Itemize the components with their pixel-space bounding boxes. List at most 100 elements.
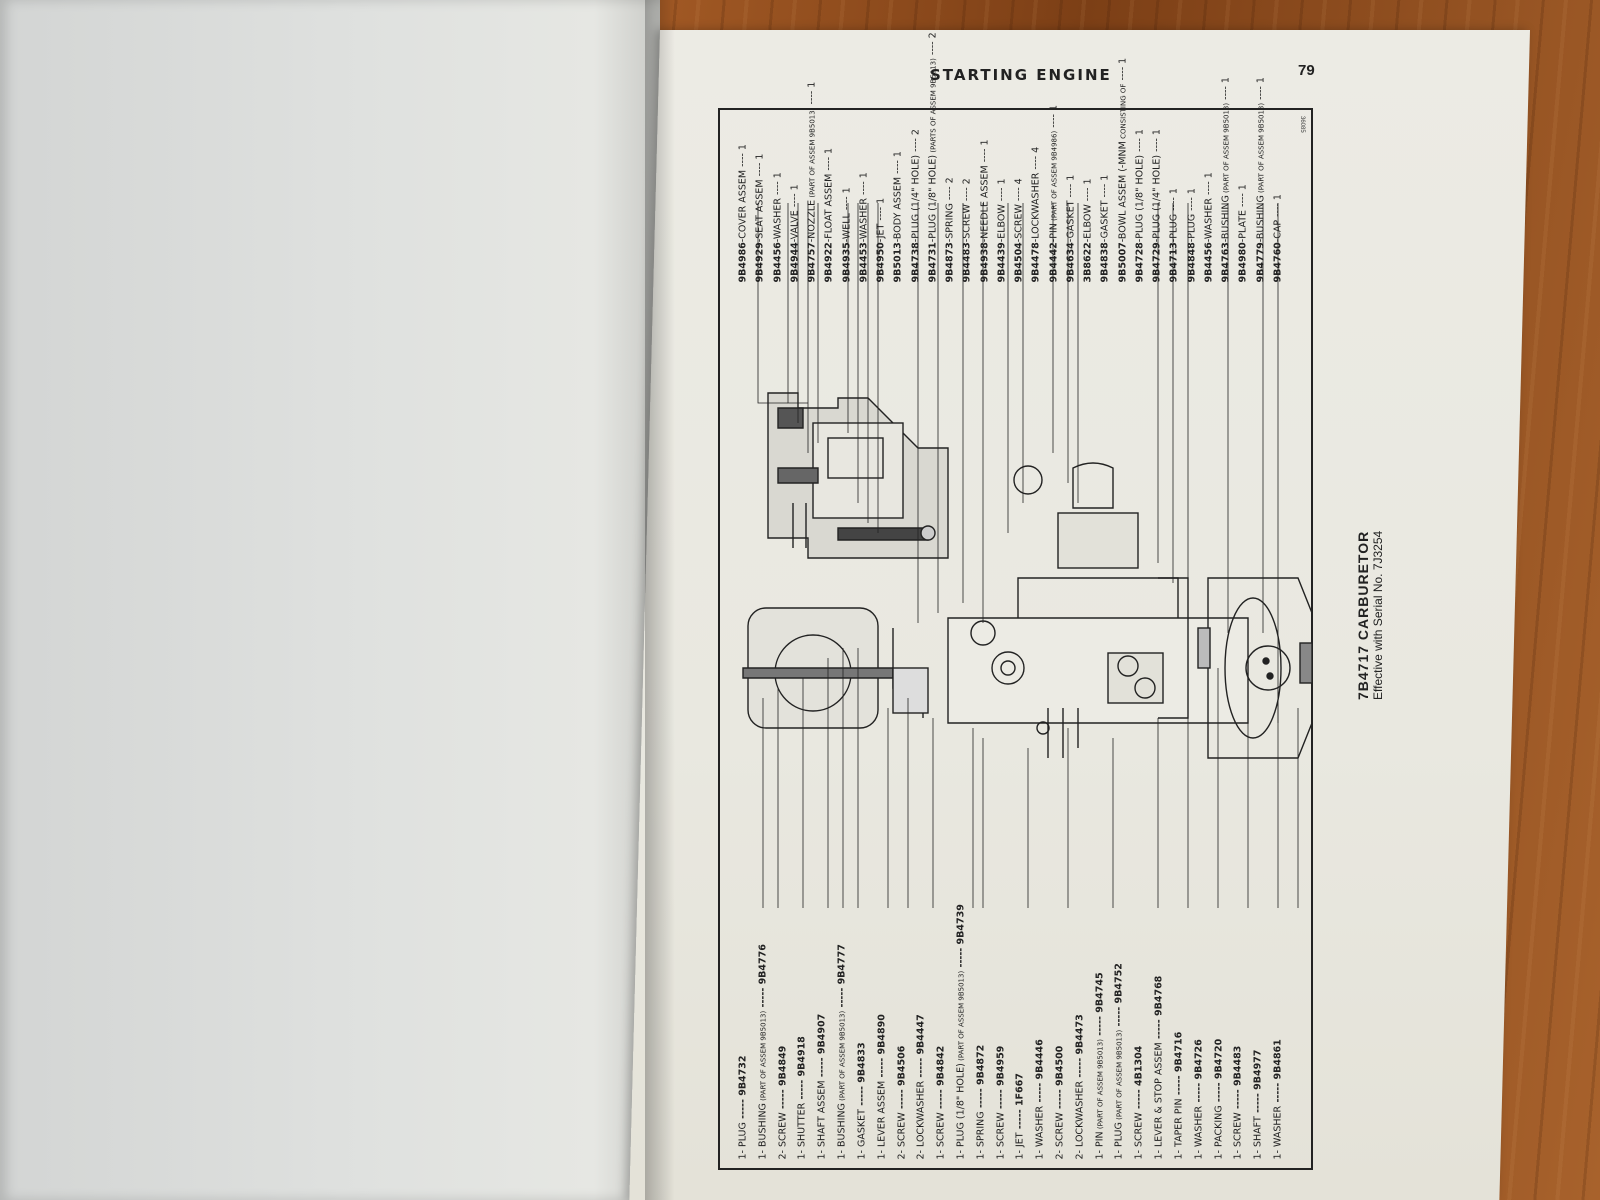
bottom-label-0: 1- PLUG ----- 9B4732 [737, 1056, 749, 1160]
label-qty: ---- 4 [1030, 146, 1042, 173]
label-qty: 1- [975, 1147, 987, 1160]
label-name: -BOWL ASSEM (-MNM [1117, 141, 1129, 243]
top-label-26: 9B4848-PLUG ---- 1 [1186, 188, 1197, 282]
label-name: SHAFT ASSEM [816, 1080, 828, 1147]
label-qty: ---- 2 [910, 129, 922, 155]
label-part: ----- 9B4918 [796, 1036, 808, 1103]
leader-lines [757, 203, 1299, 908]
label-qty: ---- 1 [1082, 178, 1094, 205]
label-part: ----- 9B4849 [777, 1045, 789, 1113]
label-part: 9B4779 [1255, 242, 1267, 283]
label-qty: 2- [1054, 1147, 1066, 1160]
figure-id: 36085 [1299, 116, 1305, 133]
top-label-3: 9B4944-VALVE ---- 1 [789, 184, 800, 282]
label-part: 9B5007 [1117, 242, 1129, 283]
top-label-18: 9B4442-PIN (PART OF ASSEM 9B4986) ---- 1 [1048, 105, 1059, 282]
label-name: JET [1014, 1132, 1026, 1147]
label-name: SCREW [995, 1112, 1007, 1147]
label-part: ----- 9B4776 [757, 944, 769, 1011]
label-name: -SEAT ASSEM [754, 179, 766, 243]
label-qty: 1- [995, 1147, 1007, 1160]
carburetor-body-view [947, 462, 1249, 758]
label-qty: 1- [737, 1147, 749, 1160]
page-number: 79 [1298, 62, 1315, 79]
label-sub: (PART OF ASSEM 9B5013) [838, 1010, 847, 1104]
label-qty: ---- 1 [841, 187, 853, 214]
label-part: ----- 9B4739 [955, 904, 967, 971]
label-sub: (PART OF ASSEM 9B5013) [957, 970, 966, 1064]
choke-end-view [742, 607, 929, 729]
top-label-0: 9B4986-COVER ASSEM ---- 1 [737, 144, 749, 282]
label-qty: ---- 2 [961, 178, 973, 205]
label-name: -FLOAT ASSEM [823, 173, 835, 243]
label-part: 9B4453 [858, 242, 870, 283]
top-label-17: 9B4478-LOCKWASHER ---- 4 [1030, 146, 1042, 283]
label-name: -PLATE [1237, 209, 1249, 243]
label-part: 9B4935 [841, 242, 853, 283]
label-part: 9B4634 [1065, 242, 1077, 283]
label-name: -NEEDLE ASSEM [979, 165, 991, 243]
bottom-label-7: 1- LEVER ASSEM ----- 9B4890 [876, 1014, 887, 1159]
label-qty: 2- [915, 1147, 927, 1160]
label-name: PIN [1094, 1131, 1106, 1147]
bottom-label-2: 2- SCREW ----- 9B4849 [777, 1045, 789, 1160]
label-part: ----- 9B4506 [896, 1045, 908, 1113]
label-sub: (PART OF ASSEM 9B5013) [1257, 102, 1266, 196]
bottom-label-8: 2- SCREW ----- 9B4506 [896, 1045, 908, 1160]
label-part: 9B4456 [1203, 242, 1215, 283]
label-name: -COVER ASSEM [737, 169, 749, 243]
label-name: SHUTTER [796, 1102, 808, 1147]
label-qty: ---- 1 [1203, 172, 1215, 198]
label-part: 9B4713 [1168, 242, 1180, 283]
label-qty: 1- [1193, 1147, 1205, 1160]
label-qty: 1- [935, 1147, 947, 1160]
label-part: ----- 9B4842 [935, 1045, 947, 1113]
label-qty: ---- 4 [1013, 178, 1025, 205]
label-part: 9B4456 [772, 242, 784, 283]
label-part: 9B4838 [1099, 242, 1111, 283]
label-qty: ---- 2 [944, 177, 956, 204]
label-name: SCREW [777, 1112, 789, 1147]
label-qty: 1- [1014, 1147, 1026, 1160]
label-part: 9B4760 [1272, 242, 1284, 283]
label-qty: 1- [1153, 1147, 1165, 1160]
top-label-9: 9B5013-BODY ASSEM ---- 1 [893, 151, 904, 282]
label-qty: 2- [1074, 1147, 1086, 1160]
label-name: SCREW [896, 1112, 908, 1147]
label-part: ----- 9B4959 [995, 1045, 1007, 1113]
label-part: ----- 9B4977 [1252, 1049, 1264, 1117]
label-name: -PLUG (1/4" HOLE) [1151, 154, 1163, 243]
label-qty: ---- 1 [858, 172, 870, 198]
top-label-20: 3B8622-ELBOW ---- 1 [1082, 178, 1094, 282]
label-part: 9B4763 [1220, 242, 1232, 283]
label-qty: 1- [1213, 1147, 1225, 1160]
bottom-label-14: 1- JET ----- 1F667 [1014, 1073, 1026, 1160]
label-qty: 1- [1252, 1147, 1264, 1160]
label-qty: ---- 1 [1168, 188, 1180, 214]
label-qty: 1- [1272, 1147, 1284, 1160]
bottom-label-16: 2- SCREW ----- 9B4500 [1054, 1046, 1066, 1160]
label-sub: (PART OF ASSEM 9B5013) [1222, 102, 1231, 196]
label-name: SHAFT [1252, 1116, 1264, 1147]
label-part: 9B4439 [996, 242, 1008, 283]
label-name: BUSHING [757, 1103, 769, 1147]
top-label-23: 9B4728-PLUG (1/8" HOLE) ---- 1 [1134, 129, 1145, 282]
label-qty: ---- 1 [996, 178, 1008, 205]
bottom-label-27: 1- WASHER ----- 9B4861 [1272, 1039, 1284, 1160]
top-label-12: 9B4873-SPRING ---- 2 [944, 177, 956, 282]
label-name: -ELBOW [1082, 204, 1094, 243]
label-part: ----- 9B4907 [816, 1013, 828, 1081]
label-part: ----- 9B4726 [1193, 1039, 1205, 1106]
label-name: -PLUG (1/4" HOLE) [910, 154, 922, 243]
label-sub: (PART OF ASSEM 9B5013) [759, 1010, 768, 1104]
label-name: GASKET [856, 1109, 868, 1147]
label-part: ----- 9B4483 [1232, 1045, 1244, 1113]
label-part: ----- 9B4745 [1094, 972, 1106, 1040]
label-name: SCREW [1054, 1112, 1066, 1147]
label-name: BUSHING [836, 1103, 848, 1147]
label-qty: ---- 1 [979, 139, 991, 166]
label-part: 9B4478 [1030, 242, 1042, 283]
bottom-label-22: 1- TAPER PIN ----- 9B4716 [1173, 1032, 1184, 1160]
label-qty: ---- 1 [1220, 77, 1232, 103]
